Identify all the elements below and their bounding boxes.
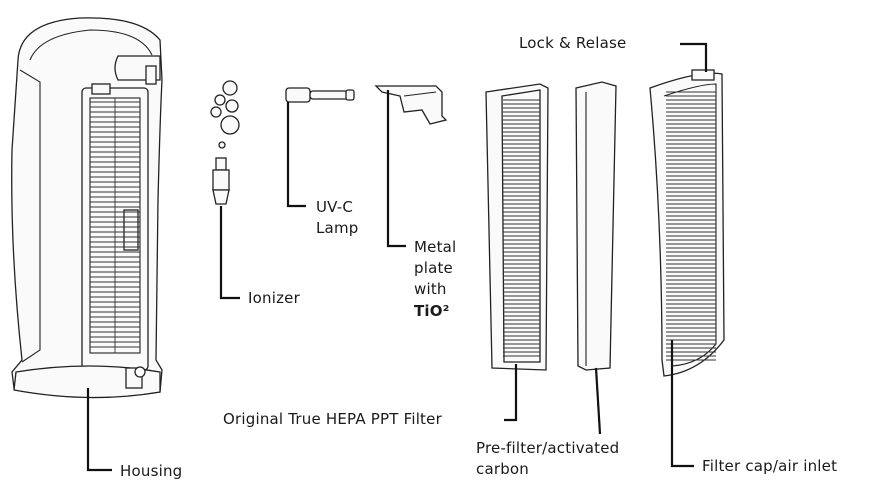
uvc-label-line1: UV-C <box>316 198 354 216</box>
metal-label-line3: with <box>414 280 447 298</box>
prefilter-part <box>575 81 617 371</box>
ionizer-label: Ionizer <box>248 289 300 307</box>
leader-uvc <box>286 102 306 208</box>
hepa-filter-grille <box>503 99 540 357</box>
uvc-lamp-part <box>285 87 355 103</box>
filter-cap-grille <box>666 91 716 361</box>
prefilter-label-line1: Pre-filter/activated <box>476 439 620 457</box>
leader-filter-cap <box>670 340 694 468</box>
filter-cap-label: Filter cap/air inlet <box>702 457 838 475</box>
metal-plate-part <box>374 85 448 125</box>
metal-label-line4: TiO² <box>414 302 450 320</box>
hepa-label: Original True HEPA PPT Filter <box>223 410 442 428</box>
leader-hepa <box>504 364 518 422</box>
lock-release-label: Lock & Relase <box>519 34 627 52</box>
leader-metal <box>386 90 406 248</box>
uvc-label-line2: Lamp <box>316 219 359 237</box>
hepa-filter-part <box>485 83 549 371</box>
prefilter-label-line2: carbon <box>476 460 530 478</box>
leader-lock <box>680 42 708 72</box>
housing-grille <box>90 101 140 348</box>
leader-ionizer <box>219 206 240 300</box>
leader-housing <box>86 388 112 472</box>
housing-unit <box>11 17 163 399</box>
metal-label-line2: plate <box>414 259 453 277</box>
ionizer-part <box>210 80 240 205</box>
housing-label: Housing <box>120 462 183 480</box>
leader-prefilter <box>594 367 602 435</box>
metal-label-line1: Metal <box>414 238 457 256</box>
